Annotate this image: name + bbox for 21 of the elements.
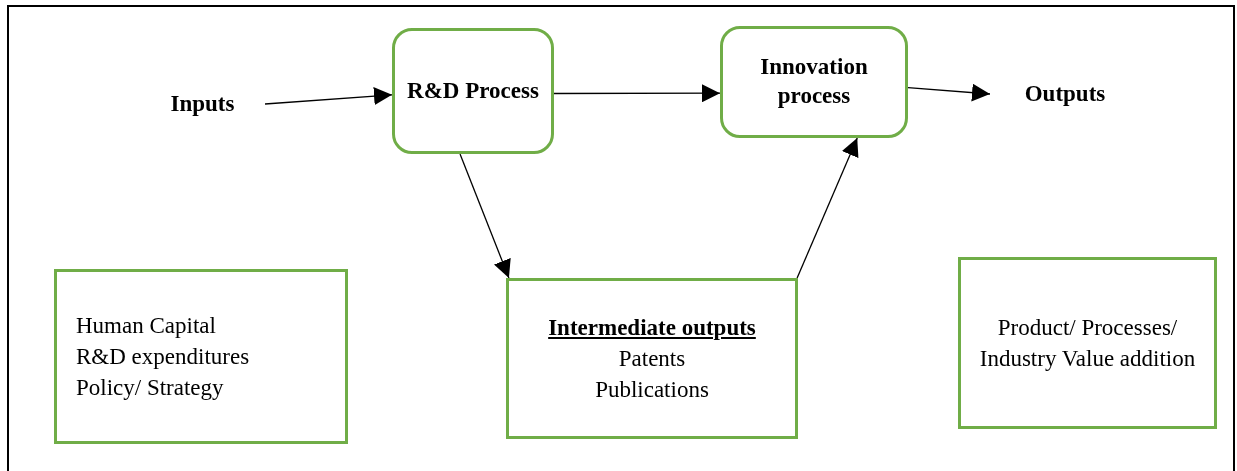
node-text: Product/ Processes/ Industry Value addition: [978, 313, 1197, 373]
arrow: [796, 137, 859, 279]
process-box: [720, 26, 908, 138]
process-box: [392, 28, 554, 154]
node-text: Innovation process: [759, 53, 869, 110]
list-item: Patents: [618, 344, 686, 373]
list-item: Publications: [595, 376, 709, 404]
heading-text: Intermediate outputs: [548, 313, 756, 342]
list-item: Human Capital: [76, 311, 216, 340]
node-text: R&D Process: [407, 76, 539, 105]
arrow: [459, 153, 511, 279]
info-box: [506, 278, 798, 439]
arrow: [553, 84, 721, 103]
arrow: [264, 87, 393, 106]
info-box: [54, 269, 348, 444]
arrow: [907, 83, 991, 102]
info-box: [958, 257, 1217, 429]
node-text: Outputs: [1024, 81, 1106, 107]
list-item: Policy/ Strategy: [76, 374, 224, 402]
list-item: R&D expenditures: [76, 342, 250, 371]
node-text: Inputs: [170, 91, 235, 117]
